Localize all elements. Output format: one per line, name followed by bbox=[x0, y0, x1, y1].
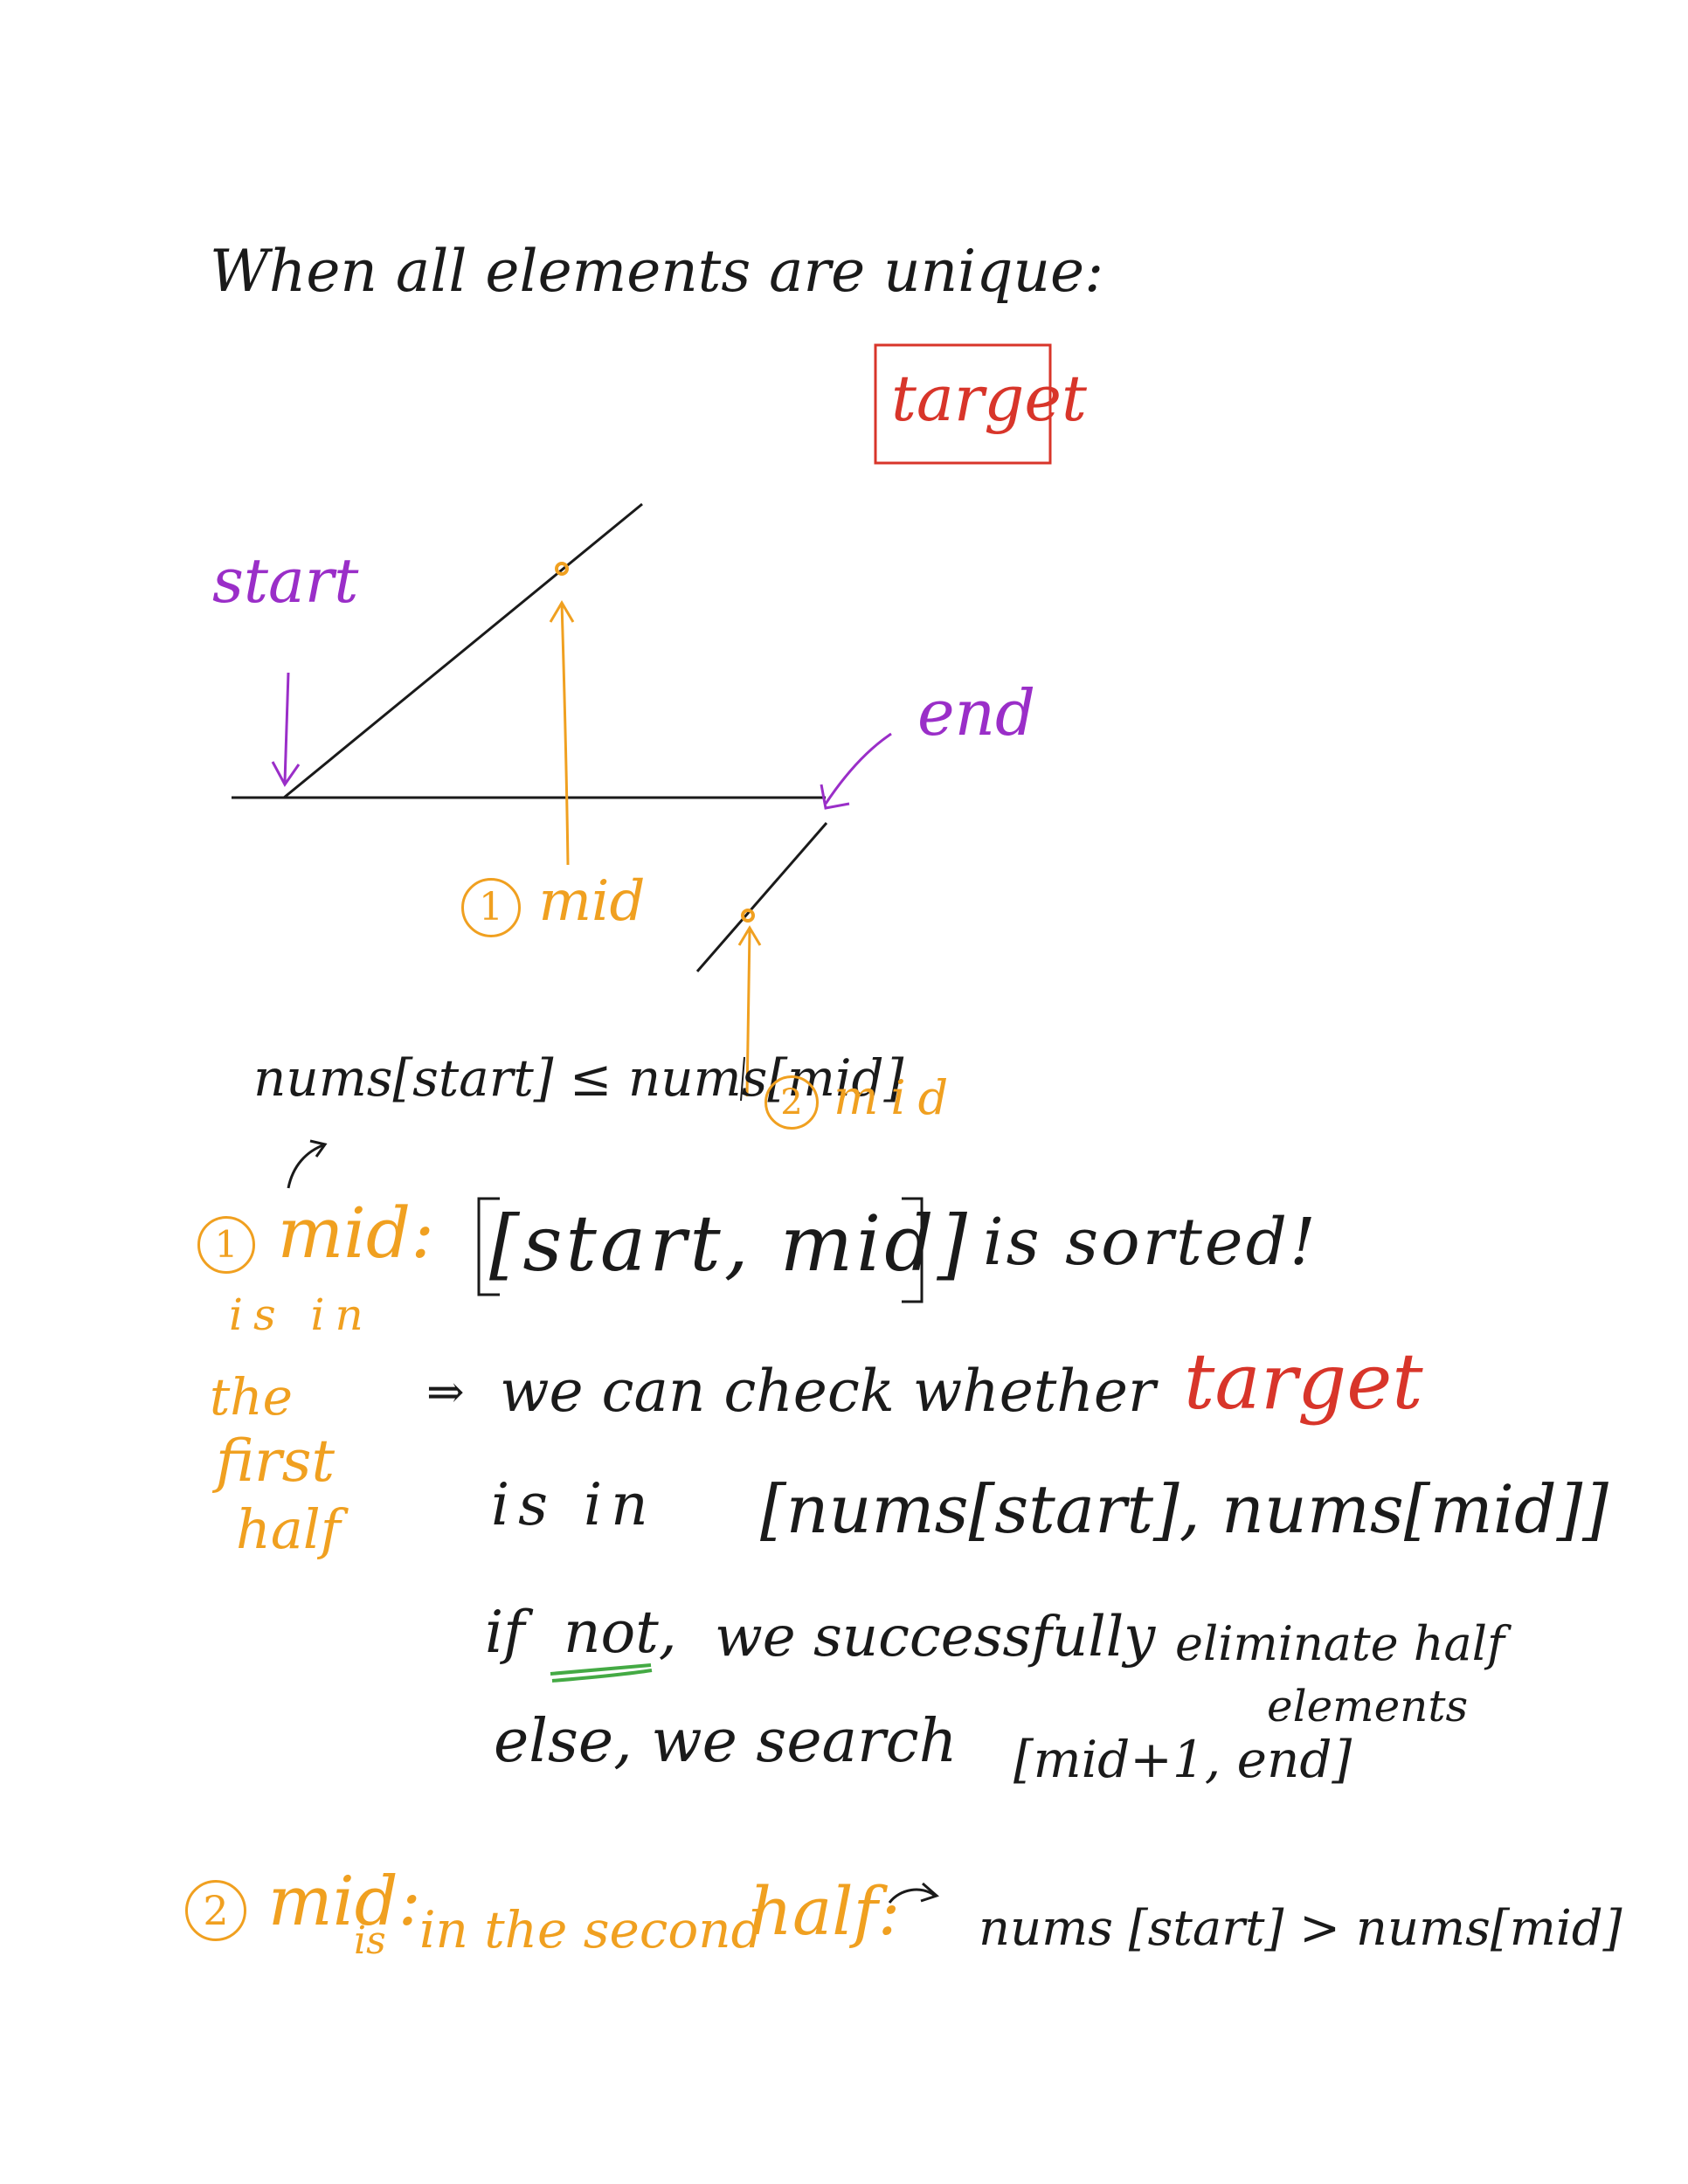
target-label: target bbox=[891, 362, 1087, 435]
mid1-label: 1 mid bbox=[461, 874, 645, 937]
mid2-arrow bbox=[745, 930, 751, 1097]
case1-is-in: is in bbox=[491, 1471, 657, 1538]
case1-range: [start, mid] bbox=[489, 1199, 971, 1289]
case2-number: 2 bbox=[185, 1880, 246, 1941]
page-heading: When all elements are unique: bbox=[210, 238, 1104, 305]
case2-condition: nums [start] > nums[mid] bbox=[979, 1900, 1622, 1957]
case1-elements: elements bbox=[1267, 1681, 1469, 1731]
case1-check-text: we can check whether bbox=[500, 1358, 1156, 1425]
start-arrow bbox=[283, 672, 290, 783]
mid1-point bbox=[555, 562, 569, 576]
case1-side-note-3: first bbox=[216, 1427, 335, 1495]
case1-interval: [nums[start], nums[mid]] bbox=[760, 1470, 1608, 1548]
second-half-line bbox=[695, 822, 828, 972]
not-underline bbox=[550, 1663, 653, 1683]
mid1-text: mid bbox=[538, 869, 646, 934]
case2-is: is bbox=[354, 1918, 386, 1963]
mid1-arrowhead bbox=[549, 600, 575, 623]
implies-arrow: ⇒ bbox=[426, 1366, 465, 1419]
condition-divider bbox=[740, 1056, 745, 1102]
end-label: end bbox=[917, 676, 1036, 750]
case1-side-note-2: the bbox=[210, 1367, 293, 1427]
range-bracket-close bbox=[902, 1197, 924, 1303]
case2-mid-label: 2 mid: bbox=[185, 1868, 421, 1941]
start-label: start bbox=[212, 545, 359, 617]
case1-eliminate-half: eliminate half bbox=[1175, 1616, 1505, 1671]
case1-number: 1 bbox=[197, 1216, 255, 1274]
condition-pointer bbox=[287, 1143, 326, 1189]
mid2-number: 2 bbox=[764, 1075, 819, 1130]
case1-else-text: else, we search bbox=[494, 1707, 958, 1776]
first-half-line bbox=[283, 502, 643, 799]
case1-else-range: [mid+1, end] bbox=[1013, 1730, 1352, 1789]
case2-second-half: in the second bbox=[419, 1900, 764, 1959]
case1-side-note-1: is in bbox=[229, 1289, 374, 1340]
case1-side-note-4: half bbox=[236, 1497, 341, 1561]
mid2-arrowhead bbox=[737, 925, 762, 946]
condition-pointer-head bbox=[309, 1139, 328, 1158]
case1-mid-text: mid: bbox=[277, 1192, 435, 1274]
case1-sorted-text: is sorted! bbox=[983, 1205, 1318, 1280]
mid2-point bbox=[741, 909, 755, 923]
case1-eliminate-text: we successfully bbox=[715, 1605, 1156, 1669]
mid2-label: 2 mid bbox=[764, 1075, 960, 1130]
target-box bbox=[874, 343, 1052, 465]
mid2-text: mid bbox=[834, 1070, 961, 1125]
case2-pointer bbox=[888, 1888, 936, 1904]
case1-if: if bbox=[485, 1599, 525, 1666]
case2-pointer-head bbox=[920, 1882, 939, 1903]
case2-half: half: bbox=[750, 1872, 901, 1950]
case1-not: not, bbox=[564, 1599, 677, 1666]
range-bracket-open bbox=[477, 1197, 500, 1296]
case1-mid-label: 1 mid: bbox=[197, 1199, 434, 1274]
case1-target-word: target bbox=[1184, 1337, 1423, 1427]
case2-mid-text: mid: bbox=[267, 1863, 421, 1941]
end-arrow bbox=[824, 732, 892, 805]
mid1-number: 1 bbox=[461, 878, 521, 937]
mid1-arrow bbox=[560, 602, 570, 866]
end-arrowhead bbox=[820, 784, 850, 810]
start-arrowhead bbox=[271, 761, 301, 787]
